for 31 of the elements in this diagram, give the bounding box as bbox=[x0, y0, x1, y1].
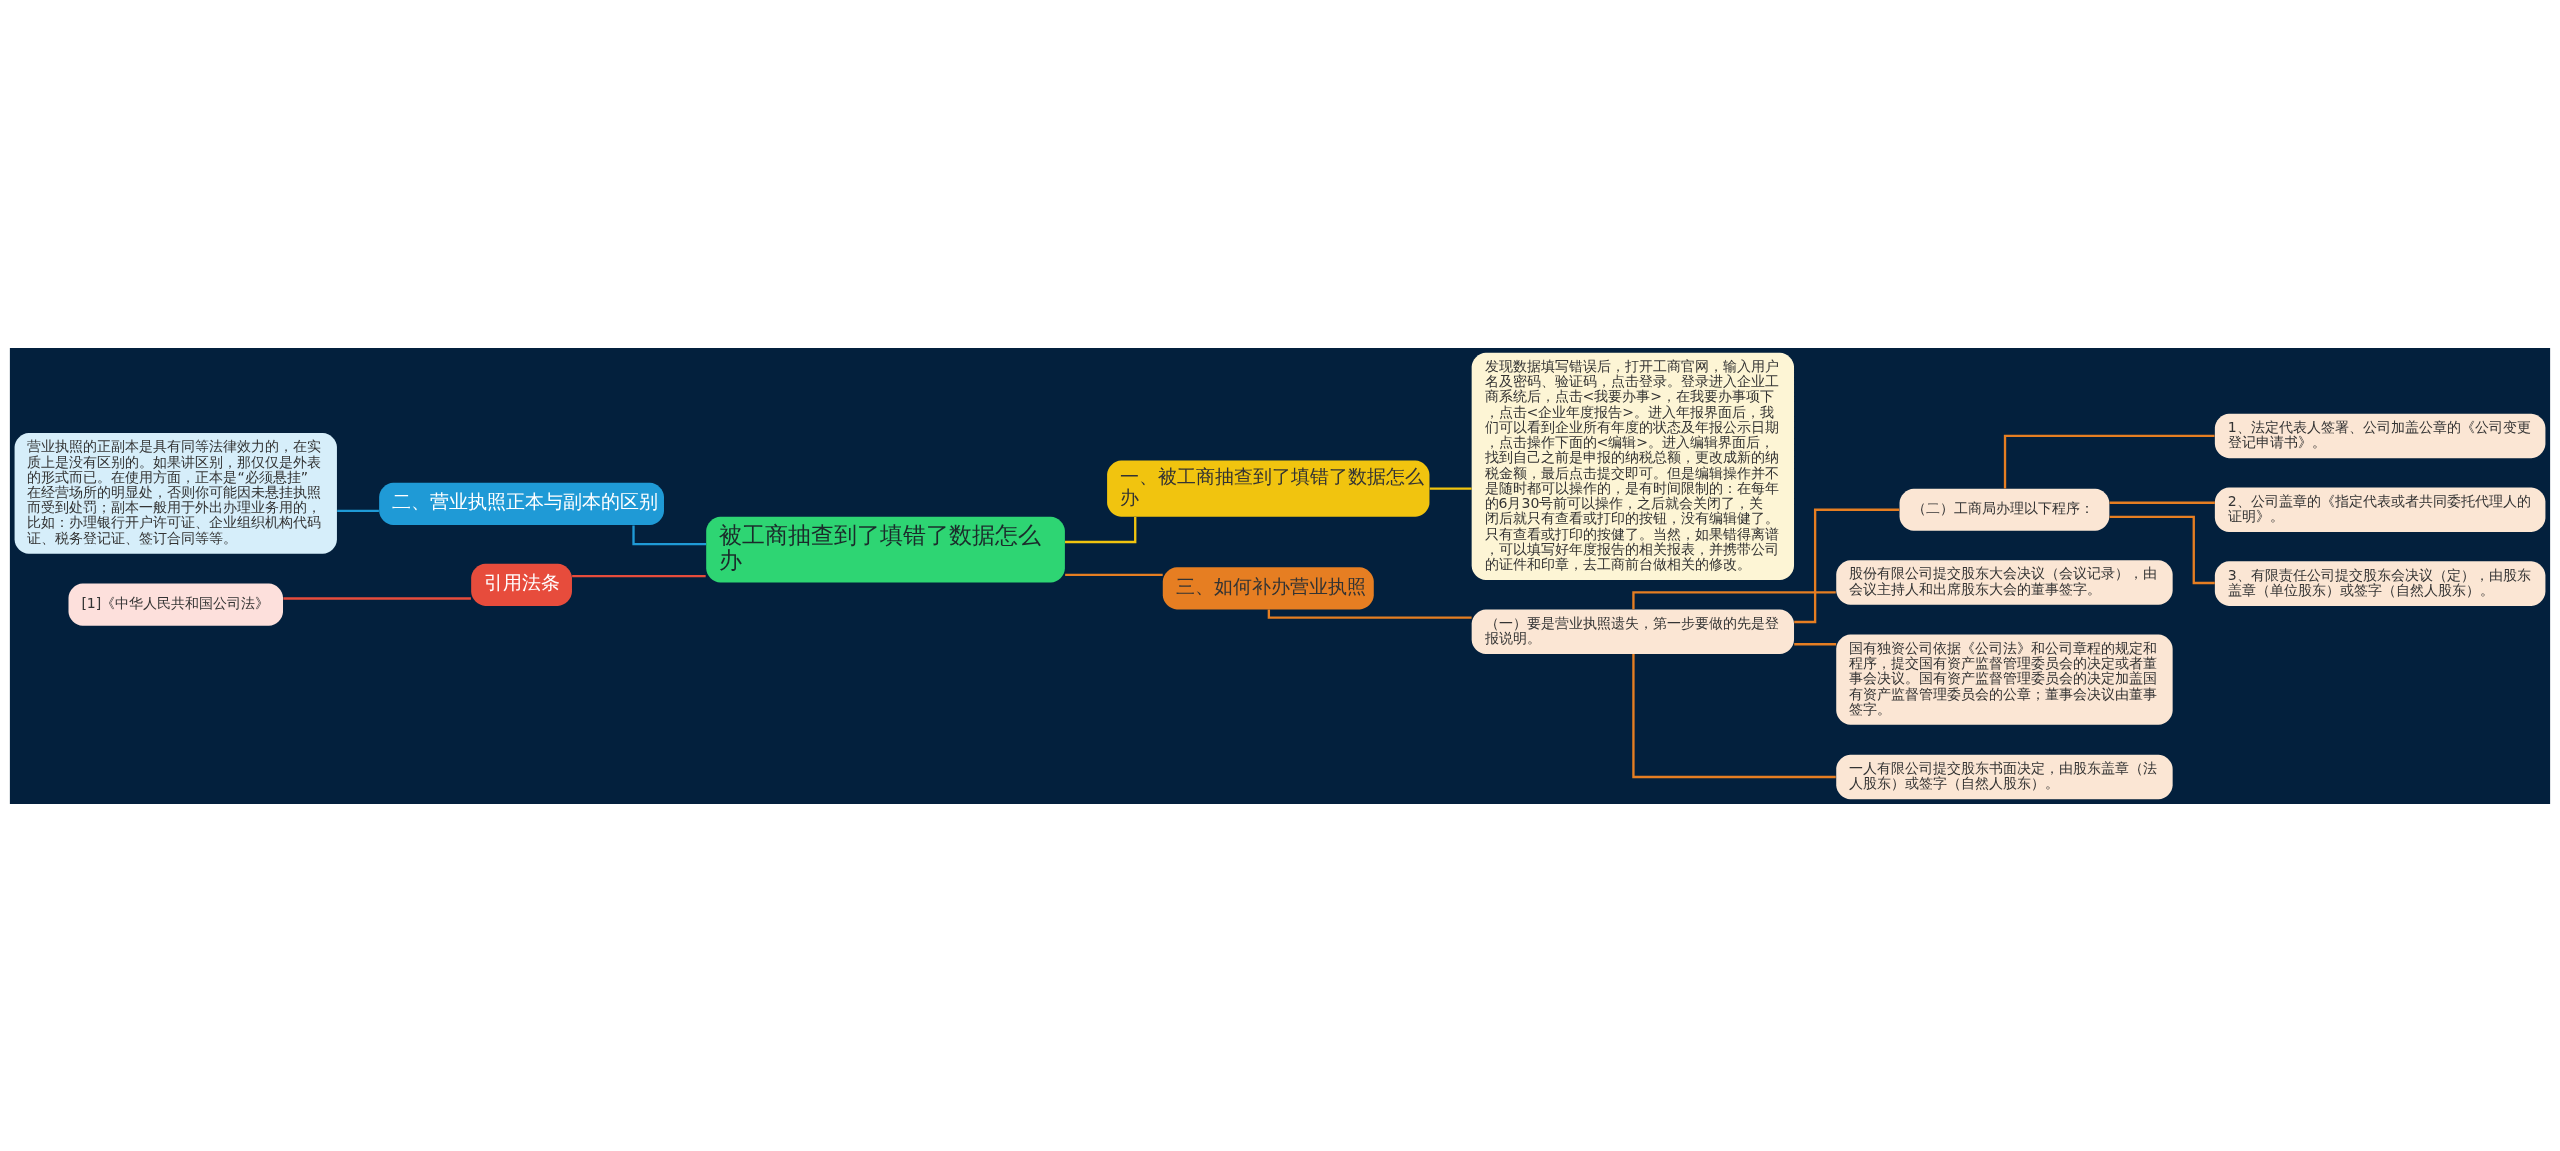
connector bbox=[1632, 653, 1836, 778]
connector bbox=[632, 524, 707, 545]
node-box: 引用法条 bbox=[471, 563, 572, 606]
node-box: 2、公司盖章的《指定代表或者共同委托代理人的证明》。 bbox=[2214, 487, 2546, 532]
connector bbox=[1267, 609, 1472, 619]
node-box: 一人有限公司提交股东书面决定，由股东盖章（法人股东）或签字（自然人股东）。 bbox=[1836, 754, 2173, 799]
node-box: 国有独资公司依据《公司法》和公司章程的规定和程序，提交国有资产监督管理委员会的决定或者董事会决议。国有资产监督管理委员会的决定加盖国有资产监督管理委员会的公章；董事会决议由董事签字。 bbox=[1836, 634, 2173, 725]
node-box: （二）工商局办理以下程序： bbox=[1899, 488, 2110, 531]
connector bbox=[283, 596, 471, 600]
node-box: 二、营业执照正本与副本的区别 bbox=[379, 482, 664, 525]
node-box: 3、有限责任公司提交股东会决议（定），由股东盖章（单位股东）或签字（自然人股东）。 bbox=[2214, 560, 2546, 606]
node-box: 发现数据填写错误后，打开工商官网，输入用户名及密码、验证码，点击登录。登录进入企业工商系统后，点击<我要办事>，在我要办事项下，点击<企业年度报告>。进入年报界面后，我们可以看到企业所有年度的状态及年报公示日期，点击操作下面的<编辑>。进入编辑界面后，找到自己之前是申报的纳税总额，更改成新的纳税金额，最后点击提交即可。但是编辑操作并不是随时都可以操作的，是有时间限制的：在每年的6月30号前可以操作，之后就会关闭了，关闭后就只有查看或打印的按钮，没有编辑健了。只有查看或打印的按健了。当然，如果错得离谱，可以填写好年度报告的相关报表，并携带公司的证件和印章，去工商前台做相关的修改。 bbox=[1471, 352, 1795, 580]
node-box: 三、如何补办营业执照 bbox=[1162, 566, 1374, 609]
connector bbox=[1794, 508, 1900, 623]
connector bbox=[572, 574, 706, 577]
connector bbox=[337, 509, 379, 512]
connector bbox=[2003, 434, 2215, 488]
connector bbox=[1429, 487, 1472, 490]
connector bbox=[1065, 516, 1137, 543]
node-box: 营业执照的正副本是具有同等法律效力的，在实质上是没有区别的。如果讲区别，那仅仅是外表的形式而已。在使用方面，正本是“必须悬挂”在经营场所的明显处，否则你可能因未悬挂执照而受到处罚；副本一般用于外出办理业务用的，比如：办理银行开户许可证、企业组织机构代码证、税务登记证、签订合同等等。 bbox=[14, 432, 337, 554]
connector bbox=[2109, 515, 2215, 584]
connector bbox=[2109, 501, 2215, 504]
node-box: [1]《中华人民共和国公司法》 bbox=[68, 583, 283, 626]
node-box: 股份有限公司提交股东大会决议（会议记录），由会议主持人和出席股东大会的董事签字。 bbox=[1836, 559, 2173, 605]
connector bbox=[1794, 642, 1837, 645]
node-box: （一）要是营业执照遗失，第一步要做的先是登报说明。 bbox=[1471, 608, 1795, 654]
connector bbox=[1065, 573, 1163, 576]
connector bbox=[1632, 590, 1836, 609]
node-box: 一、被工商抽查到了填错了数据怎么办 bbox=[1107, 460, 1430, 517]
node-box: 被工商抽查到了填错了数据怎么办 bbox=[706, 516, 1065, 582]
node-box: 1、法定代表人签署、公司加盖公章的《公司变更登记申请书》。 bbox=[2214, 413, 2546, 458]
